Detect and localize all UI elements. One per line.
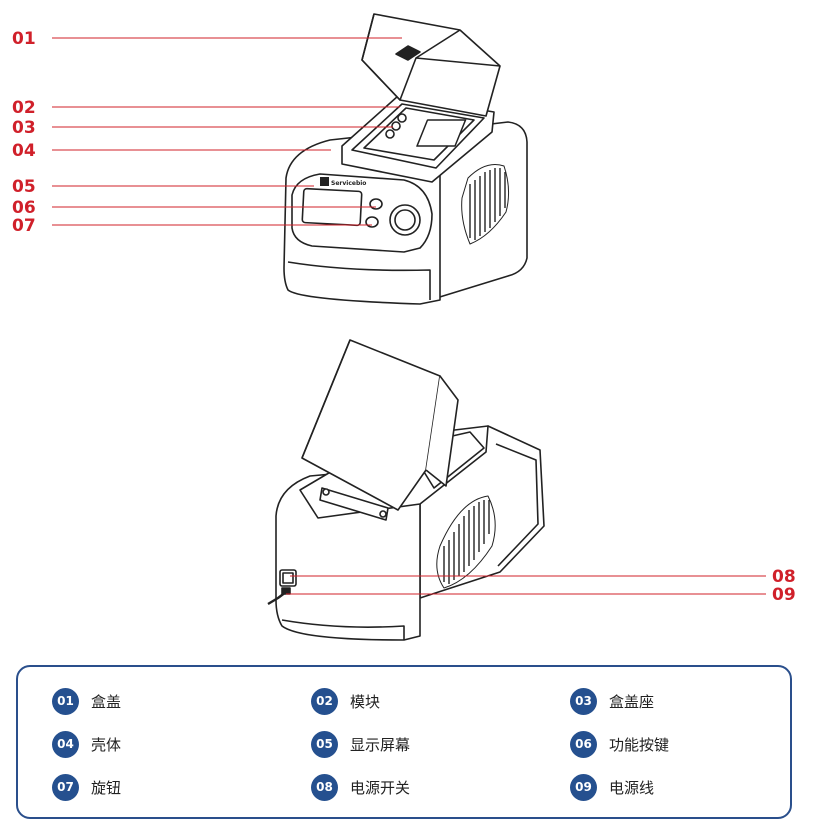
brand-logo-mark (320, 177, 329, 186)
legend-label: 电源开关 (350, 778, 411, 797)
legend-badge: 03 (570, 687, 597, 715)
lid-open (361, 13, 501, 117)
legend-badge: 06 (570, 730, 597, 758)
callout-numbers-top: 01 02 03 04 05 06 07 (12, 29, 36, 236)
legend-label: 模块 (350, 692, 381, 711)
callout-01: 01 (12, 29, 36, 49)
callout-07: 07 (12, 216, 36, 236)
callout-04: 04 (12, 141, 36, 161)
legend-label: 电源线 (609, 778, 655, 797)
callout-08: 08 (772, 567, 796, 587)
vent-grille-right (461, 164, 510, 245)
callout-09: 09 (772, 585, 796, 605)
callout-05: 05 (12, 177, 36, 197)
device-front-view: Servicebio (283, 13, 528, 305)
legend-label: 盒盖 (91, 692, 122, 711)
callout-06: 06 (12, 198, 36, 218)
legend-item-05: 05 显示屏幕 (311, 730, 410, 758)
callout-numbers-bottom: 08 09 (772, 567, 796, 605)
vent-grille-rear (436, 495, 496, 589)
callout-02: 02 (12, 98, 36, 118)
legend-badge: 04 (52, 730, 79, 758)
device-rear-view (267, 339, 545, 641)
legend-label: 旋钮 (91, 778, 122, 797)
legend-item-02: 02 模块 (311, 687, 380, 715)
parts-legend: 01 盒盖 02 模块 03 盒盖座 04 壳体 05 显示屏幕 06 功能按键… (16, 665, 792, 819)
power-switch (279, 569, 297, 587)
legend-badge: 09 (570, 773, 597, 801)
legend-item-08: 08 电源开关 (311, 773, 410, 801)
legend-label: 壳体 (91, 735, 122, 754)
legend-badge: 02 (311, 687, 338, 715)
legend-item-07: 07 旋钮 (52, 773, 121, 801)
legend-badge: 05 (311, 730, 338, 758)
legend-label: 功能按键 (609, 735, 670, 754)
callout-03: 03 (12, 118, 36, 138)
legend-item-03: 03 盒盖座 (570, 687, 654, 715)
legend-badge: 01 (52, 687, 79, 715)
legend-item-06: 06 功能按键 (570, 730, 669, 758)
legend-badge: 07 (52, 773, 79, 801)
legend-label: 显示屏幕 (350, 735, 411, 754)
legend-item-09: 09 电源线 (570, 773, 654, 801)
legend-label: 盒盖座 (609, 692, 655, 711)
legend-item-01: 01 盒盖 (52, 687, 121, 715)
callout-lines-top (52, 37, 402, 226)
device-brand-label: Servicebio (331, 180, 366, 187)
callout-lines-bottom (286, 575, 766, 595)
legend-item-04: 04 壳体 (52, 730, 121, 758)
legend-badge: 08 (311, 773, 338, 801)
